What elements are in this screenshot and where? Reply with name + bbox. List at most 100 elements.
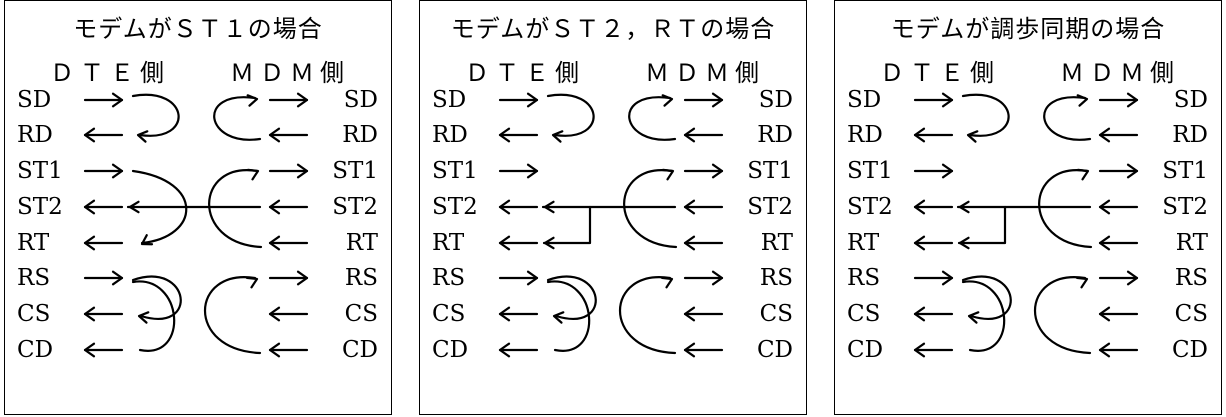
arrow-head (1076, 168, 1090, 181)
arrow-head (660, 276, 674, 289)
arrow-head (913, 235, 926, 251)
arrow-head (913, 127, 926, 143)
arrow-head (136, 130, 149, 143)
wire-curve (619, 276, 677, 355)
wire-curve (628, 96, 677, 141)
dte-side-label: ＤＴＥ側 (465, 59, 585, 87)
mdm-signal-label: ST1 (332, 158, 378, 184)
mdm-signal-label: CS (1175, 301, 1208, 327)
arrow-head (246, 94, 259, 107)
arrow-head (661, 94, 674, 107)
arrow-head (1126, 163, 1139, 179)
dte-signal-label: ST1 (847, 158, 893, 184)
panel-title: モデムがＳＴ２，ＲＴの場合 (450, 15, 776, 43)
mdm-side-label: ＭＤＭ側 (1060, 59, 1180, 87)
mdm-signal-label: RS (1175, 265, 1208, 291)
mdm-signal-label: RD (757, 122, 793, 148)
dte-signal-label: CS (847, 301, 880, 327)
mdm-side-label: ＭＤＭ側 (230, 59, 350, 87)
dte-signal-label: RD (847, 122, 883, 148)
arrow-head (111, 92, 124, 108)
arrow-head (1098, 306, 1111, 322)
arrow-head (83, 342, 96, 358)
mdm-signal-label: RS (345, 265, 378, 291)
arrow-head (1098, 342, 1111, 358)
arrow-head (711, 163, 724, 179)
wire-curve (131, 280, 176, 352)
arrow-head (683, 235, 696, 251)
wire-curve (961, 93, 1010, 137)
mdm-signal-label: CS (345, 301, 378, 327)
dte-signal-label: RD (432, 122, 468, 148)
arrow-head (1126, 92, 1139, 108)
arrow-head (967, 311, 980, 324)
dte-side-label: ＤＴＥ側 (880, 59, 1000, 87)
arrow-head (498, 199, 511, 215)
arrow-head (543, 236, 555, 250)
arrow-head (268, 306, 281, 322)
dte-signal-label: ST2 (432, 194, 478, 220)
mdm-side-label: ＭＤＭ側 (645, 59, 765, 87)
arrow-head (1076, 94, 1089, 107)
wire-curve (623, 169, 678, 249)
arrow-head (268, 199, 281, 215)
arrow-head (913, 306, 926, 322)
mdm-signal-label: ST1 (747, 158, 793, 184)
wire-curve (961, 280, 1006, 352)
mdm-signal-label: RT (761, 230, 794, 256)
arrow-head (498, 127, 511, 143)
dte-signal-label: RD (17, 122, 53, 148)
arrow-head (958, 236, 970, 250)
mdm-signal-label: RT (1176, 230, 1209, 256)
wire-curve (546, 275, 597, 320)
dte-signal-label: ST2 (847, 194, 893, 220)
arrow-head (958, 200, 970, 214)
arrow-head (711, 270, 724, 286)
arrow-head (1075, 276, 1089, 289)
arrow-head (1098, 127, 1111, 143)
mdm-signal-label: SD (344, 87, 378, 113)
arrow-head (913, 199, 926, 215)
panel-title: モデムがＳＴ１の場合 (73, 15, 323, 43)
arrow-head (83, 235, 96, 251)
arrow-head (526, 92, 539, 108)
arrow-head (683, 127, 696, 143)
wire-curve (546, 280, 591, 352)
dte-signal-label: RT (847, 230, 880, 256)
dte-signal-label: ST2 (17, 194, 63, 220)
wire-curve (961, 275, 1012, 320)
mdm-signal-label: CD (342, 337, 378, 363)
mdm-signal-label: SD (1174, 87, 1208, 113)
arrow-head (526, 163, 539, 179)
arrow-head (526, 270, 539, 286)
mdm-signal-label: CD (1172, 337, 1208, 363)
wire-curve (131, 275, 182, 320)
arrow-head (1126, 270, 1139, 286)
arrow-head (683, 342, 696, 358)
mdm-signal-label: RT (346, 230, 379, 256)
arrow-head (543, 200, 555, 214)
mdm-signal-label: SD (759, 87, 793, 113)
arrow-head (711, 92, 724, 108)
arrow-head (296, 270, 309, 286)
arrow-head (683, 199, 696, 215)
dte-signal-label: RT (17, 230, 50, 256)
arrow-head (551, 130, 564, 143)
mdm-signal-label: ST2 (747, 194, 793, 220)
arrow-head (661, 168, 675, 181)
arrow-head (83, 127, 96, 143)
arrow-head (941, 92, 954, 108)
arrow-head (498, 306, 511, 322)
dte-signal-label: ST1 (17, 158, 63, 184)
mdm-signal-label: RD (1172, 122, 1208, 148)
arrow-head (268, 235, 281, 251)
arrow-head (296, 92, 309, 108)
mdm-signal-label: CD (757, 337, 793, 363)
wire-curve (1038, 169, 1093, 249)
wire-curve (131, 93, 180, 137)
arrow-head (683, 306, 696, 322)
